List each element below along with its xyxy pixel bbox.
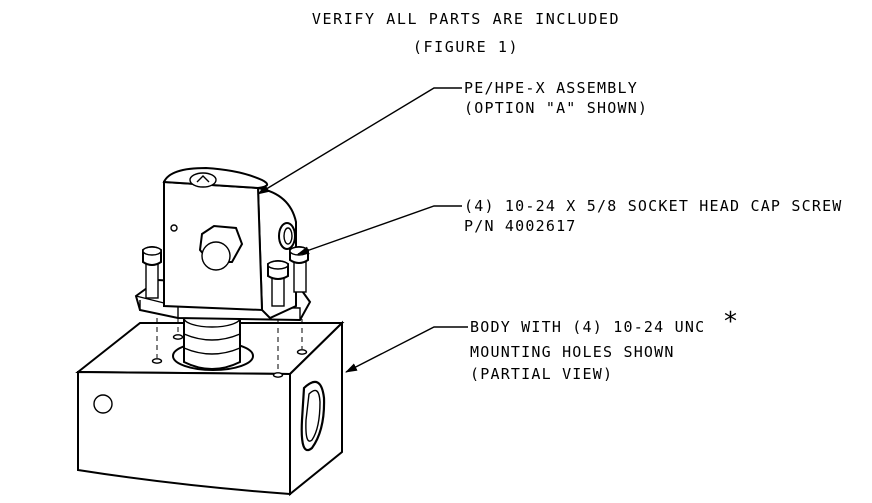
callout-screw-desc: (4) 10-24 X 5/8 SOCKET HEAD CAP SCREW	[464, 197, 843, 215]
callout-body-holes: MOUNTING HOLES SHOWN	[470, 343, 675, 361]
front-port	[93, 394, 113, 414]
mounting-holes	[151, 334, 308, 378]
callout-body-desc: BODY WITH (4) 10-24 UNC	[470, 318, 705, 336]
callout-body-view: (PARTIAL VIEW)	[470, 365, 613, 383]
note-asterisk: *	[724, 307, 737, 337]
pe-hpe-x-housing	[162, 166, 297, 320]
adjuster-knob	[201, 241, 231, 271]
figure-number: (FIGURE 1)	[413, 38, 519, 56]
leader-lines	[257, 87, 468, 373]
cap-screw-2	[267, 260, 289, 307]
cap-screw-1	[142, 246, 162, 299]
callout-assembly-option: (OPTION "A" SHOWN)	[464, 99, 648, 117]
callout-assembly-name: PE/HPE-X ASSEMBLY	[464, 79, 638, 97]
figure-title: VERIFY ALL PARTS ARE INCLUDED	[312, 10, 620, 28]
callout-screw-part-number: P/N 4002617	[464, 217, 577, 235]
